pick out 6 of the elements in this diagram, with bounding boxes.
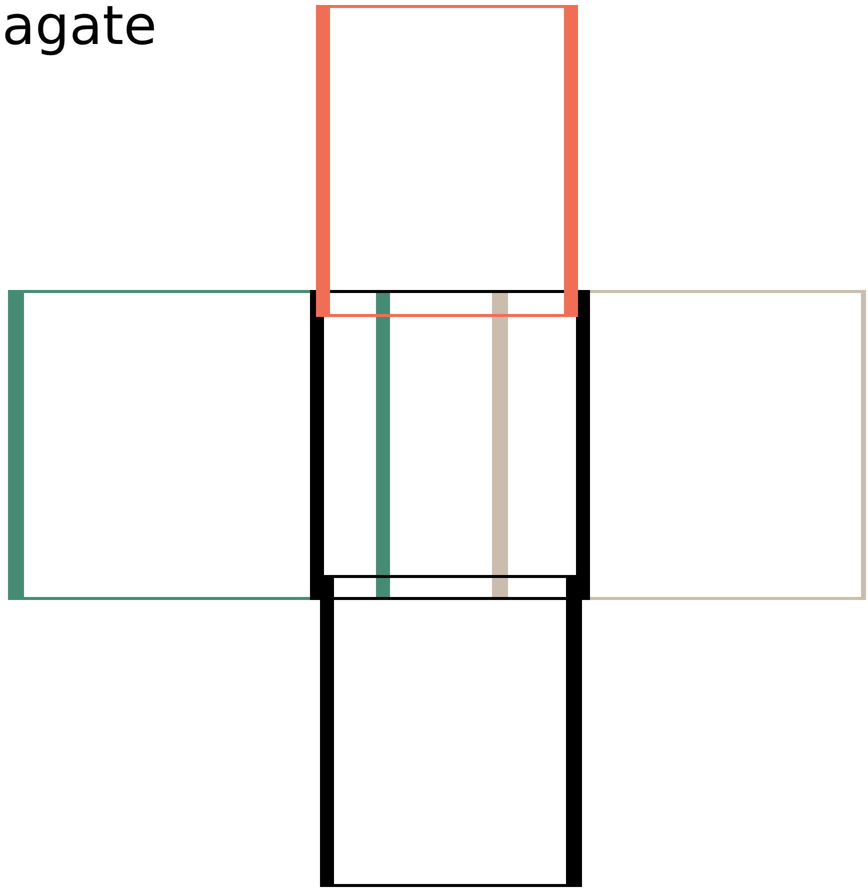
rectangle-frame xyxy=(316,5,578,317)
rectangle-frame xyxy=(492,290,866,600)
heading-text: agate xyxy=(2,0,157,57)
rectangle-frame xyxy=(8,290,390,600)
rectangle-frame xyxy=(310,290,590,600)
rectangle-frame xyxy=(320,575,582,887)
